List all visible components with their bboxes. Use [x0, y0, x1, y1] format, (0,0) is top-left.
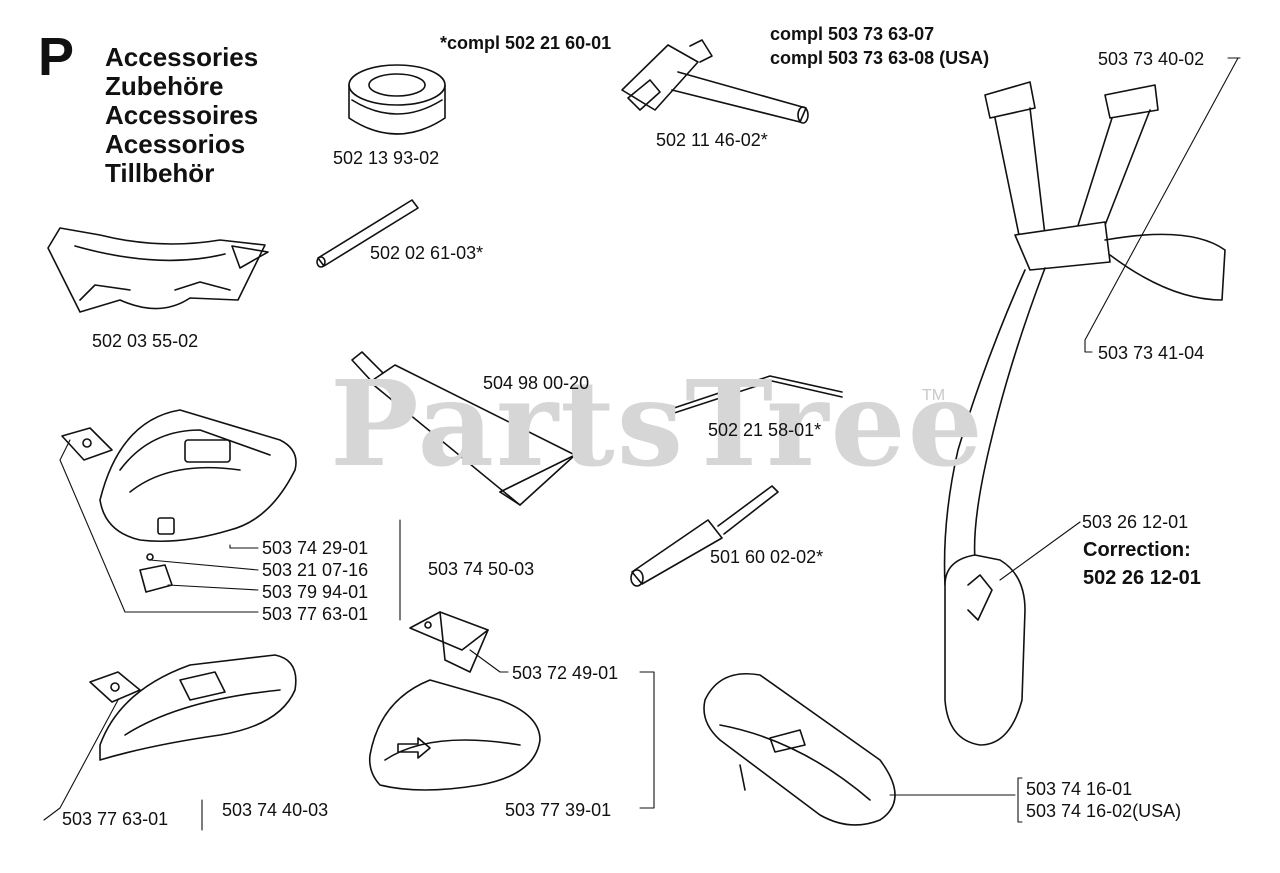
- small-guard-drawing: [368, 679, 541, 791]
- label-503-74-16-02: 503 74 16-02(USA): [1026, 801, 1182, 821]
- mount-plate-drawing: [61, 427, 113, 461]
- bent-rod-drawing: [667, 375, 843, 416]
- label-compl-503-73-63-08: compl 503 73 63-08 (USA): [770, 48, 990, 68]
- label-503-74-50-03: 503 74 50-03: [428, 559, 535, 579]
- guard-plate-drawing: [47, 227, 269, 313]
- section-letter: P: [38, 27, 75, 87]
- label-correction-value: 502 26 12-01: [1083, 567, 1201, 589]
- title-french: Accessoires: [105, 100, 259, 130]
- ring-part-drawing: [348, 64, 446, 135]
- label-502-13-93-02: 502 13 93-02: [333, 148, 440, 168]
- trimmer-guard-drawing: [99, 409, 297, 542]
- label-503-26-12-01: 503 26 12-01: [1082, 512, 1189, 532]
- label-502-21-58-01: 502 21 58-01*: [708, 420, 822, 440]
- title-swedish: Tillbehör: [105, 158, 215, 188]
- mount-plate-small-drawing: [89, 671, 141, 703]
- watermark-text: PartsTree: [330, 354, 985, 493]
- label-503-72-49-01: 503 72 49-01: [512, 663, 619, 683]
- label-503-77-63-01-upper: 503 77 63-01: [262, 604, 369, 624]
- label-502-11-46-02: 502 11 46-02*: [656, 130, 768, 150]
- grease-tube-drawing: [351, 351, 576, 506]
- clip-drawing: [139, 553, 173, 593]
- title-portuguese: Acessorios: [105, 129, 246, 159]
- label-504-98-00-20: 504 98 00-20: [483, 373, 590, 393]
- label-correction: Correction:: [1083, 539, 1191, 561]
- label-503-77-39-01: 503 77 39-01: [505, 800, 612, 820]
- label-503-73-40-02: 503 73 40-02: [1098, 49, 1205, 69]
- deflector-guard-drawing: [99, 654, 297, 761]
- watermark-trademark: TM: [922, 387, 946, 404]
- label-compl-502-21-60-01: *compl 502 21 60-01: [440, 33, 612, 53]
- hip-pad-drawing: [703, 673, 896, 826]
- label-503-73-41-04: 503 73 41-04: [1098, 343, 1205, 363]
- label-compl-503-73-63-07: compl 503 73 63-07: [770, 24, 935, 44]
- title-english: Accessories: [105, 42, 259, 72]
- label-501-60-02-02: 501 60 02-02*: [710, 547, 824, 567]
- label-503-79-94-01: 503 79 94-01: [262, 582, 369, 602]
- title-german: Zubehöre: [105, 71, 224, 101]
- label-502-02-61-03: 502 02 61-03*: [370, 243, 484, 263]
- label-503-74-40-03: 503 74 40-03: [222, 800, 329, 820]
- label-503-21-07-16: 503 21 07-16: [262, 560, 369, 580]
- label-503-74-16-01: 503 74 16-01: [1026, 779, 1133, 799]
- bracket-drawing: [409, 611, 489, 673]
- screwdriver-drawing: [630, 485, 779, 587]
- wrench-part-drawing: [621, 39, 809, 124]
- label-502-03-55-02: 502 03 55-02: [92, 331, 199, 351]
- pin-part-drawing: [316, 199, 419, 268]
- label-503-74-29-01: 503 74 29-01: [262, 538, 369, 558]
- harness-drawing: [943, 81, 1226, 746]
- label-503-77-63-01-lower: 503 77 63-01: [62, 809, 169, 829]
- leader-lines: [43, 57, 1241, 831]
